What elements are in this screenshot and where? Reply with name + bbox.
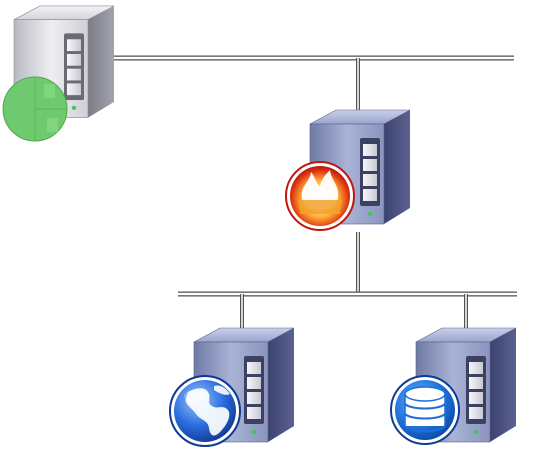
green-shield-icon — [2, 76, 68, 142]
internal-network-bus — [178, 291, 517, 297]
admin-server[interactable] — [2, 5, 115, 142]
database-icon — [390, 375, 460, 445]
database-server[interactable] — [390, 327, 517, 445]
firewall-flame-icon — [285, 161, 355, 231]
web-server[interactable] — [169, 327, 295, 447]
globe-icon — [169, 375, 241, 447]
firewall-server[interactable] — [285, 109, 411, 231]
top-network-bus — [112, 55, 514, 61]
